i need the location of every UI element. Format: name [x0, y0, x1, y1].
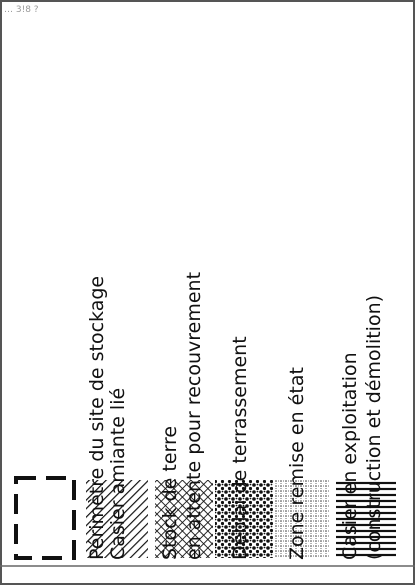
- legend-label-excavation: Déblai de terrassement: [229, 336, 251, 560]
- legend-item-rehabilitated: Zone remise en état: [275, 367, 329, 560]
- legend-label-soil-stock-line2: en attente pour recouvrement: [183, 272, 205, 560]
- legend-label-soil-stock: Stock de terre: [159, 426, 181, 560]
- legend-label-active-cell: Casier en exploitation: [339, 352, 361, 560]
- cross-hatch-icon: [155, 480, 213, 558]
- scan-mark: … 3!8 ?: [4, 5, 39, 15]
- legend-label-active-cell-line2: (construction et démolition): [363, 295, 385, 560]
- fine-grid-icon: [275, 480, 329, 558]
- legend-item-excavation: Déblai de terrassement: [215, 336, 273, 560]
- legend-label-asbestos-cell: Casier amiante lié: [107, 388, 129, 560]
- diagonal-hatch-icon: [86, 480, 148, 558]
- legend-item-asbestos-cell: Casier amiante lié: [86, 388, 148, 560]
- legend-item-soil-stock: Stock de terre en attente pour recouvrem…: [155, 272, 213, 560]
- legend-label-rehabilitated: Zone remise en état: [286, 367, 308, 560]
- parallel-lines-icon: [336, 480, 396, 558]
- dotted-texture-icon: [215, 480, 273, 558]
- dashed-rectangle-icon: [14, 476, 76, 560]
- legend-item-active-cell: Casier en exploitation (construction et …: [336, 295, 396, 560]
